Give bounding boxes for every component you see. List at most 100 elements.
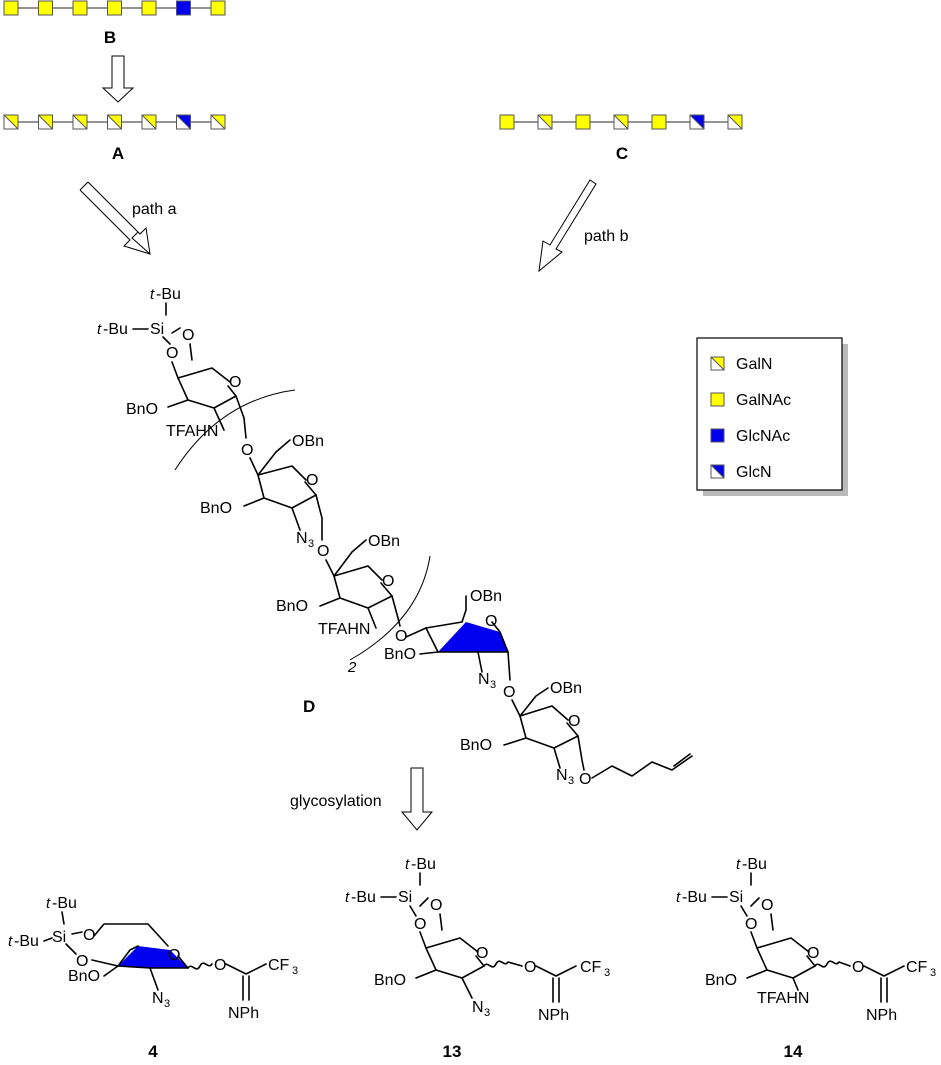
o-atom: O bbox=[395, 628, 407, 645]
n3-4c: N bbox=[152, 990, 164, 1007]
cf3-13-sub: 3 bbox=[604, 967, 610, 979]
path-b-label: path b bbox=[584, 228, 629, 245]
galnac-symbol bbox=[72, 0, 88, 16]
o-atom: O bbox=[382, 573, 394, 590]
glcn-symbol bbox=[710, 464, 725, 479]
n3-2-sub: 3 bbox=[308, 538, 314, 550]
si-14: Si bbox=[729, 889, 743, 906]
bno-4: BnO bbox=[384, 646, 416, 663]
galn-symbol bbox=[3, 114, 19, 130]
o-atom: O bbox=[182, 327, 194, 344]
bno-3: BnO bbox=[276, 598, 308, 615]
cf3-14: CF bbox=[906, 959, 928, 976]
compound-14-structure: t -Bu t -Bu Si O O O BnO TFAHN O CF 3 NP… bbox=[676, 856, 936, 1024]
o-atom: O bbox=[568, 713, 580, 730]
legend-label: GalNAc bbox=[736, 392, 791, 409]
tBu-13b-bu: -Bu bbox=[351, 889, 376, 906]
legend-label: GlcNAc bbox=[736, 428, 790, 445]
glcnac-symbol bbox=[710, 428, 725, 443]
galn-symbol bbox=[613, 114, 629, 130]
galn-symbol bbox=[210, 114, 226, 130]
label-14: 14 bbox=[784, 1042, 803, 1061]
o-atom: O bbox=[214, 957, 226, 974]
galn-symbol bbox=[107, 114, 122, 130]
galnac-symbol bbox=[107, 0, 122, 16]
n3-13: N bbox=[472, 999, 484, 1016]
glycosylation-label: glycosylation bbox=[290, 793, 382, 810]
obn-5: OBn bbox=[550, 680, 582, 697]
legend-label: GalN bbox=[736, 356, 772, 373]
compound-D-structure: t -Bu t -Bu Si O O O BnO TFAHN O OBn O B… bbox=[97, 286, 693, 788]
galnac-symbol bbox=[651, 114, 667, 130]
tfahn-14: TFAHN bbox=[757, 990, 809, 1007]
chain-A bbox=[3, 114, 226, 130]
galn-symbol bbox=[141, 114, 157, 130]
label-C: C bbox=[616, 144, 628, 163]
si-4: Si bbox=[52, 929, 66, 946]
label-13: 13 bbox=[443, 1042, 462, 1061]
obn-4: OBn bbox=[470, 588, 502, 605]
n3-4: N bbox=[478, 671, 490, 688]
n3-5-sub: 3 bbox=[568, 775, 574, 787]
galnac-symbol bbox=[38, 0, 53, 16]
tBu-top-bu: -Bu bbox=[156, 286, 181, 303]
o-atom: O bbox=[229, 374, 241, 391]
legend-label: GlcN bbox=[736, 464, 772, 481]
bno-14: BnO bbox=[705, 972, 737, 989]
tfahn-3: TFAHN bbox=[318, 621, 370, 638]
nph-13: NPh bbox=[538, 1007, 569, 1024]
path-a-label: path a bbox=[132, 201, 177, 218]
o-atom: O bbox=[476, 945, 488, 962]
glcn-symbol bbox=[176, 114, 191, 130]
tBu-4a-t: t bbox=[46, 895, 51, 912]
tBu-14b-bu: -Bu bbox=[682, 889, 707, 906]
nph-4: NPh bbox=[228, 1005, 259, 1022]
o-atom: O bbox=[745, 916, 757, 933]
tBu-4a-bu: -Bu bbox=[52, 895, 77, 912]
glcn-symbol bbox=[689, 114, 705, 130]
si-13: Si bbox=[398, 889, 412, 906]
n3-4c-sub: 3 bbox=[164, 998, 170, 1010]
glcnac-symbol bbox=[176, 0, 191, 16]
o-atom: O bbox=[76, 953, 88, 970]
n3-5: N bbox=[556, 767, 568, 784]
n3-13-sub: 3 bbox=[484, 1007, 490, 1019]
galn-symbol bbox=[537, 114, 553, 130]
galnac-symbol bbox=[575, 114, 591, 130]
cf3-4: CF bbox=[268, 957, 290, 974]
o-atom: O bbox=[166, 345, 178, 362]
chain-B bbox=[3, 0, 226, 16]
retro-arrow-glycosylation bbox=[400, 767, 434, 831]
o-atom: O bbox=[306, 472, 318, 489]
label-4: 4 bbox=[148, 1042, 158, 1061]
cf3-14-sub: 3 bbox=[930, 967, 936, 979]
compound-4-structure: t -Bu t -Bu Si O O O BnO N 3 O CF 3 NPh bbox=[8, 895, 298, 1022]
o-atom: O bbox=[414, 916, 426, 933]
nph-14: NPh bbox=[866, 1007, 897, 1024]
galn-symbol bbox=[727, 114, 743, 130]
bno-2: BnO bbox=[200, 500, 232, 517]
label-D: D bbox=[303, 697, 315, 716]
chain-C bbox=[499, 114, 743, 130]
o-atom: O bbox=[503, 684, 515, 701]
n3-4-sub: 3 bbox=[490, 679, 496, 691]
tBu-left-bu: -Bu bbox=[103, 321, 128, 338]
galnac-symbol bbox=[141, 0, 157, 16]
galnac-symbol bbox=[499, 114, 515, 130]
tBu-4b-t: t bbox=[8, 933, 13, 950]
obn-2: OBn bbox=[292, 433, 324, 450]
tBu-13a-t: t bbox=[405, 856, 410, 873]
retro-arrow-path-b bbox=[538, 179, 597, 273]
bno-5: BnO bbox=[460, 737, 492, 754]
repeat-n: 2 bbox=[347, 659, 357, 676]
label-B: B bbox=[104, 28, 116, 47]
tBu-top-t: t bbox=[150, 286, 155, 303]
tBu-14b-t: t bbox=[676, 889, 681, 906]
compound-13-structure: t -Bu t -Bu Si O O O BnO N 3 O CF 3 NPh bbox=[345, 856, 610, 1024]
tBu-4b-bu: -Bu bbox=[14, 933, 39, 950]
o-atom: O bbox=[807, 945, 819, 962]
tfahn-1: TFAHN bbox=[166, 423, 218, 440]
cf3-4-sub: 3 bbox=[292, 965, 298, 977]
bno-1: BnO bbox=[126, 401, 158, 418]
